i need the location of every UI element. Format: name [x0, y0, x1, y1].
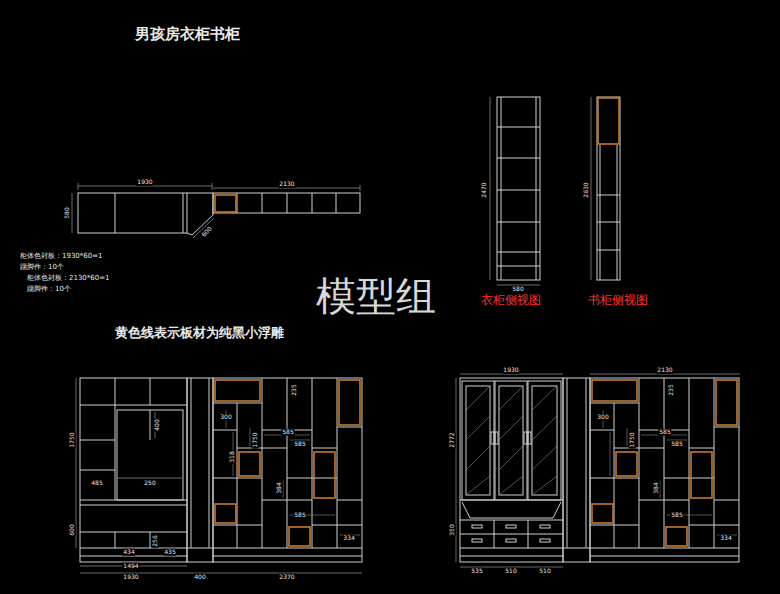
dimension: 400: [154, 418, 161, 431]
dimension: 585: [281, 429, 294, 436]
dimension: 510: [538, 568, 551, 575]
dimension: 585: [670, 512, 683, 519]
dimension: 580: [64, 206, 71, 219]
dimension: 435: [163, 549, 176, 556]
dimension: 1750: [69, 431, 76, 448]
dimension: 256: [152, 534, 159, 547]
dimension: 2772: [449, 431, 456, 448]
dimension: 1494: [122, 563, 139, 570]
dimension: 2470: [481, 181, 488, 198]
dimension: 2630: [583, 181, 590, 198]
dimension: 350: [449, 523, 456, 536]
dimension: 510: [504, 568, 517, 575]
dimension: 1750: [252, 431, 259, 448]
dimension: 334: [342, 535, 355, 542]
view-label: 书柜侧视图: [588, 294, 648, 307]
dimension: 2130: [656, 367, 673, 374]
dimension: 318: [229, 450, 236, 463]
dimension: 1930: [122, 574, 139, 581]
dimension: 300: [596, 414, 609, 421]
dimension: 434: [122, 549, 135, 556]
material-note: 踢脚件：10个: [20, 264, 64, 272]
dimension: 585: [670, 441, 683, 448]
dimension: 1930: [502, 367, 519, 374]
dimension: 600: [200, 225, 214, 239]
dimension: 585: [293, 512, 306, 519]
drawing-title: 男孩房衣柜书柜: [135, 26, 240, 43]
drawing-note: 黄色线表示板材为纯黑小浮雕: [115, 326, 284, 340]
dimension: 334: [719, 535, 732, 542]
material-note: 柜体色封板：1930*60=1: [20, 253, 103, 261]
dimension: 585: [293, 441, 306, 448]
dimension: 2130: [278, 181, 295, 188]
dimension: 235: [291, 383, 298, 396]
dimension: 400: [193, 574, 206, 581]
material-note: 柜体色封板：2130*60=1: [27, 275, 110, 283]
dimension: 535: [470, 568, 483, 575]
dimension: 235: [668, 383, 675, 396]
dimension: 300: [219, 414, 232, 421]
dimension: 250: [143, 480, 156, 487]
dimension: 585: [658, 429, 671, 436]
dimension: 1930: [136, 179, 153, 186]
dimension: 600: [69, 523, 76, 536]
dimension: 485: [90, 480, 103, 487]
dimension: 580: [511, 286, 524, 293]
view-label: 衣柜侧视图: [481, 294, 541, 307]
dimension: 384: [653, 481, 660, 494]
watermark: 模型组: [316, 274, 436, 318]
dimension: 1750: [629, 431, 636, 448]
dimension: 384: [276, 481, 283, 494]
material-note: 踢脚件：10个: [27, 286, 71, 294]
dimension: 2370: [278, 574, 295, 581]
